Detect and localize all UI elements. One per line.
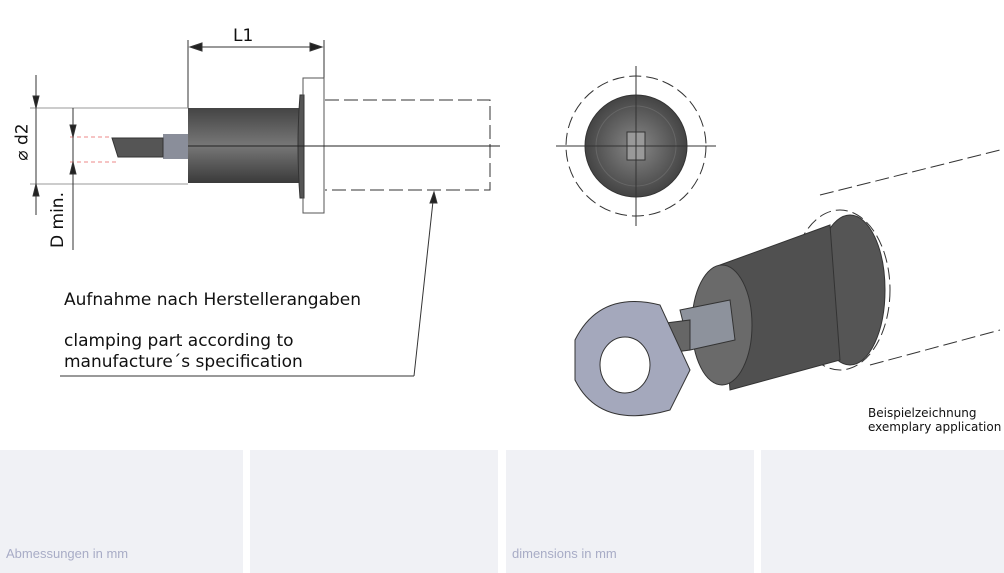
caption-de: Beispielzeichnung: [868, 406, 977, 420]
card-label: Abmessungen in mm: [6, 546, 129, 561]
label-en-2: manufacture´s specification: [64, 352, 303, 372]
dim-L1: L1: [233, 26, 254, 46]
card-2: [250, 450, 498, 573]
technical-drawing: [30, 40, 1001, 417]
label-de: Aufnahme nach Herstellerangaben: [64, 290, 362, 310]
isometric-view: [574, 149, 1001, 417]
dim-d2: ⌀ d2: [12, 123, 33, 161]
dim-dmin: D min.: [47, 192, 68, 248]
card-4: [761, 450, 1004, 573]
card-1: Abmessungen in mm: [0, 450, 243, 573]
card-3: dimensions in mm: [506, 450, 754, 573]
caption-en: exemplary application: [868, 420, 1002, 434]
card-label: dimensions in mm: [512, 546, 617, 561]
side-view: [30, 40, 500, 377]
label-en-1: clamping part according to: [64, 331, 294, 351]
front-view: [556, 66, 716, 226]
